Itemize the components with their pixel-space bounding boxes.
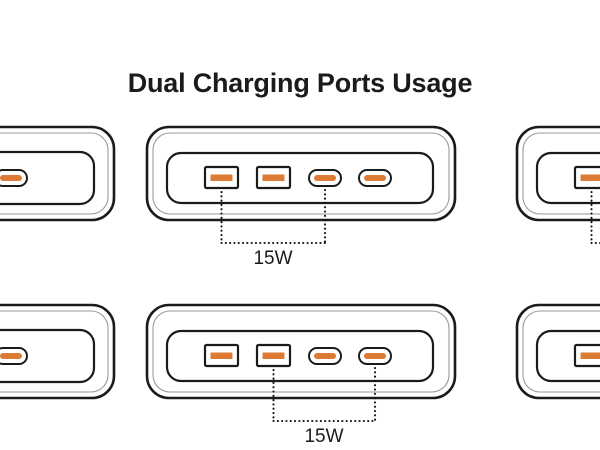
device-bottom-left[interactable] — [0, 303, 116, 400]
port-usb-c[interactable] — [0, 169, 28, 187]
annotation-label-15w-bottom: 15W — [304, 426, 343, 447]
annotation-bracket-top — [220, 188, 327, 245]
port-usb-a-1[interactable] — [203, 343, 240, 368]
device-port-panel — [165, 151, 435, 205]
device-port-panel — [165, 329, 435, 383]
device-port-panel — [535, 151, 600, 205]
device-shell-inner-line — [0, 310, 109, 393]
port-usb-c[interactable] — [0, 347, 28, 365]
device-shell-inner-line — [152, 310, 450, 393]
port-usb-a-2[interactable] — [255, 343, 292, 368]
device-shell-inner-line — [522, 310, 600, 393]
port-usb-a-1[interactable] — [573, 165, 600, 190]
device-top-right[interactable] — [515, 125, 600, 245]
port-usb-c-4[interactable] — [358, 347, 392, 365]
device-shell-inner-line — [152, 132, 450, 215]
device-port-panel — [535, 329, 600, 383]
port-usb-a-1[interactable] — [573, 343, 600, 368]
annotation-bracket-top-right — [590, 190, 600, 245]
port-usb-c-4[interactable] — [358, 169, 392, 187]
device-shell-inner-line — [522, 132, 600, 215]
device-port-panel — [0, 328, 96, 384]
port-usb-c-3[interactable] — [308, 169, 342, 187]
port-usb-c-3[interactable] — [308, 347, 342, 365]
device-bottom-center[interactable]: 15W — [145, 303, 457, 447]
device-top-left[interactable] — [0, 125, 116, 222]
annotation-bracket-bottom — [272, 366, 377, 423]
page-title: Dual Charging Ports Usage — [127, 68, 473, 98]
device-shell-inner-line — [0, 132, 109, 215]
device-port-panel — [0, 150, 96, 206]
device-bottom-right[interactable] — [515, 303, 600, 400]
port-usb-a-1[interactable] — [203, 165, 240, 190]
port-usb-a-2[interactable] — [255, 165, 292, 190]
annotation-label-15w-top: 15W — [253, 248, 292, 269]
device-top-center[interactable]: 15W — [145, 125, 457, 269]
